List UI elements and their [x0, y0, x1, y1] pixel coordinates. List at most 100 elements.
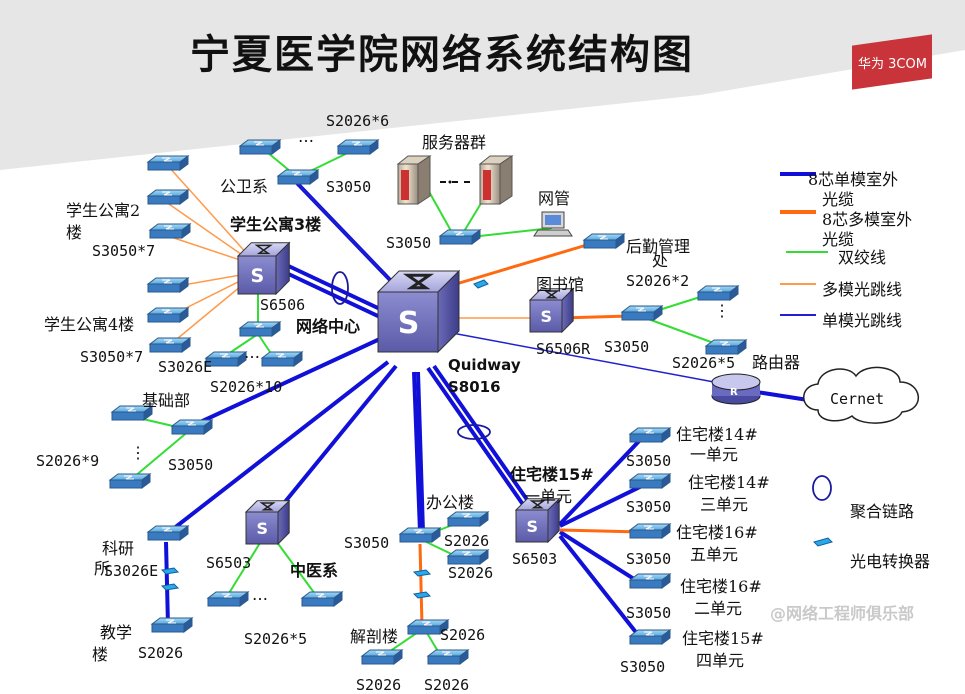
- switch-s2026-anatomy[interactable]: [406, 619, 450, 635]
- switch-residence-5[interactable]: [628, 629, 672, 645]
- s3050-server-label: S3050: [386, 234, 432, 252]
- server-group[interactable]: [396, 155, 514, 205]
- server-icon[interactable]: [396, 155, 432, 205]
- s3050-residence-5-label: S3050: [620, 658, 666, 676]
- dorm-2-label-a: 学生公寓2: [66, 201, 141, 220]
- switch-s2026-teaching[interactable]: [150, 617, 194, 633]
- switch-anatomy-2[interactable]: [426, 649, 470, 665]
- switch-foundation-2[interactable]: [108, 473, 152, 489]
- dorm-2-label-b: 楼: [66, 223, 83, 242]
- switch-s3050-office[interactable]: [398, 527, 442, 543]
- switch-residence-3[interactable]: [628, 523, 672, 539]
- router-icon[interactable]: R: [711, 373, 761, 405]
- switch-s6503-residence[interactable]: S: [514, 497, 561, 544]
- legend-singlemode-jumper: 单模光跳线: [822, 311, 903, 330]
- switch-library-1[interactable]: [696, 285, 740, 301]
- switch-dorm-access-1[interactable]: [204, 351, 248, 367]
- residence-16-5-label-b: 五单元: [690, 545, 739, 564]
- anatomy-label: 解剖楼: [350, 627, 399, 646]
- office-label: 办公楼: [426, 493, 475, 512]
- switch-dorm4-1[interactable]: [146, 277, 190, 293]
- legend-single-mode-line1: 8芯单模室外: [808, 170, 899, 189]
- legend-twisted-pair: 双绞线: [838, 248, 887, 267]
- brand-logo: 华为 3COM: [852, 34, 932, 90]
- switch-gongwei-2[interactable]: [336, 139, 380, 155]
- switch-dorm-access-2[interactable]: [260, 351, 304, 367]
- switch-dorm2-1[interactable]: [146, 155, 190, 171]
- s3050-residence-1-label: S3050: [626, 452, 672, 470]
- network-management-pc-icon[interactable]: [533, 211, 573, 237]
- switch-s3050-server[interactable]: [438, 229, 482, 245]
- aggregation-ellipse: [457, 424, 491, 440]
- s2026-x9-label: S2026*9: [36, 452, 100, 470]
- ellipsis-gongwei: …: [298, 127, 314, 146]
- switch-library-2[interactable]: [704, 339, 748, 355]
- aggregation-ellipse: [331, 271, 349, 305]
- legend-multi-mode-line2: 光缆: [822, 230, 855, 249]
- s6506r-label: S6506R: [536, 340, 591, 358]
- switch-foundation-1[interactable]: [110, 405, 154, 421]
- converter-icon: [412, 591, 432, 599]
- switch-s6503-tcm[interactable]: S: [244, 499, 291, 546]
- vdots-foundation: ⋮: [130, 443, 146, 462]
- switch-tcm-1[interactable]: [206, 591, 250, 607]
- switch-s3026e-research[interactable]: [146, 525, 190, 541]
- switch-s6506[interactable]: S: [236, 241, 291, 296]
- switch-letter: S: [527, 517, 539, 536]
- residence-14-1-label-a: 住宅楼14#: [676, 425, 758, 444]
- server-icon[interactable]: [478, 155, 514, 205]
- switch-logistics[interactable]: [582, 233, 626, 249]
- s3050-foundation-label: S3050: [168, 456, 214, 474]
- switch-s3050-library[interactable]: [620, 305, 664, 321]
- s3026e-research-label: S3026E: [104, 562, 159, 580]
- switch-dorm4-3[interactable]: [148, 337, 192, 353]
- s3026e-dorm-label: S3026E: [158, 358, 213, 376]
- single-mode-jumper-links: [295, 181, 715, 383]
- brand-text: 华为 3COM: [858, 57, 927, 72]
- switch-office-2[interactable]: [446, 549, 490, 565]
- s3050-x7-dorm4-label: S3050*7: [80, 348, 144, 366]
- s3050-office-label: S3050: [344, 534, 390, 552]
- gongwei-label: 公卫系: [220, 177, 269, 196]
- legend-optical-converter: 光电转换器: [850, 552, 931, 571]
- switch-s3050-gongwei[interactable]: [276, 169, 320, 185]
- legend-single-mode-line2: 光缆: [822, 190, 855, 209]
- switch-residence-2[interactable]: [628, 473, 672, 489]
- switch-s6506r[interactable]: S: [528, 287, 575, 334]
- converter-icon: [160, 567, 180, 575]
- switch-residence-4[interactable]: [628, 573, 672, 589]
- teaching-label-a: 教学: [100, 623, 133, 642]
- switch-gongwei-1[interactable]: [238, 139, 282, 155]
- residence-16-2-label-a: 住宅楼16#: [680, 577, 762, 596]
- residence-15-1-label-a: 住宅楼15#: [510, 465, 594, 484]
- server-group-label: 服务器群: [422, 133, 487, 152]
- network-center-label: 网络中心: [296, 317, 361, 336]
- s2026-x5-tcm-label: S2026*5: [244, 630, 308, 648]
- switch-anatomy-1[interactable]: [360, 649, 404, 665]
- legend-multi-mode-line1: 8芯多模室外: [822, 210, 913, 229]
- teaching-label-b: 楼: [92, 645, 109, 664]
- logistics-label-2: 处: [652, 251, 669, 270]
- access-switches: [108, 139, 748, 665]
- switch-s3026e-dorm[interactable]: [238, 321, 282, 337]
- cernet-cloud-icon[interactable]: [803, 366, 920, 424]
- router-letter: R: [730, 387, 738, 398]
- switch-dorm2-3[interactable]: [148, 223, 192, 239]
- switch-residence-1[interactable]: [628, 427, 672, 443]
- switch-dorm4-2[interactable]: [146, 307, 190, 323]
- switch-tcm-2[interactable]: [300, 591, 344, 607]
- switch-dorm2-2[interactable]: [146, 189, 190, 205]
- router-label: 路由器: [752, 353, 801, 372]
- legend-lines: [780, 172, 826, 316]
- core-switch-s8016[interactable]: S: [376, 269, 461, 354]
- ellipsis-dorm: …: [244, 343, 260, 362]
- switch-s3050-foundation[interactable]: [170, 419, 214, 435]
- s3050-x7-dorm2-label: S3050*7: [92, 242, 156, 260]
- residence-16-2-label-b: 二单元: [694, 599, 743, 618]
- s3050-residence-3-label: S3050: [626, 550, 672, 568]
- switch-office-1[interactable]: [446, 511, 490, 527]
- legend-multimode-jumper: 多模光跳线: [822, 280, 903, 299]
